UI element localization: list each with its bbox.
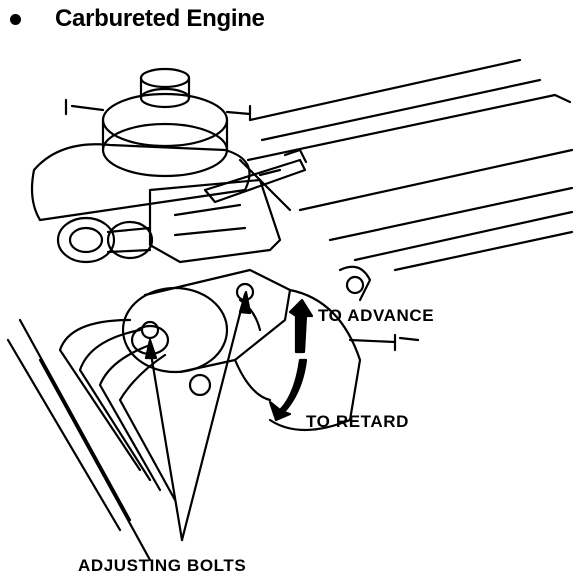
retard-arrow-icon [268,358,308,422]
section-title: Carbureted Engine [55,5,265,32]
bullet-dot-icon [10,13,21,25]
distributor [121,265,420,432]
adjusting-bolt-leaders [144,290,252,542]
to-advance-label: TO ADVANCE [318,306,435,325]
ignition-wires [6,318,177,562]
section-heading: Carbureted Engine [8,2,265,36]
air-cleaner [30,67,252,222]
carburetor [56,148,308,264]
advance-arrow-icon [288,298,314,354]
to-retard-label: TO RETARD [306,412,409,431]
adjusting-bolts-label: ADJUSTING BOLTS [78,556,247,575]
rotation-arrows [268,298,314,422]
valve-cover [238,58,574,272]
